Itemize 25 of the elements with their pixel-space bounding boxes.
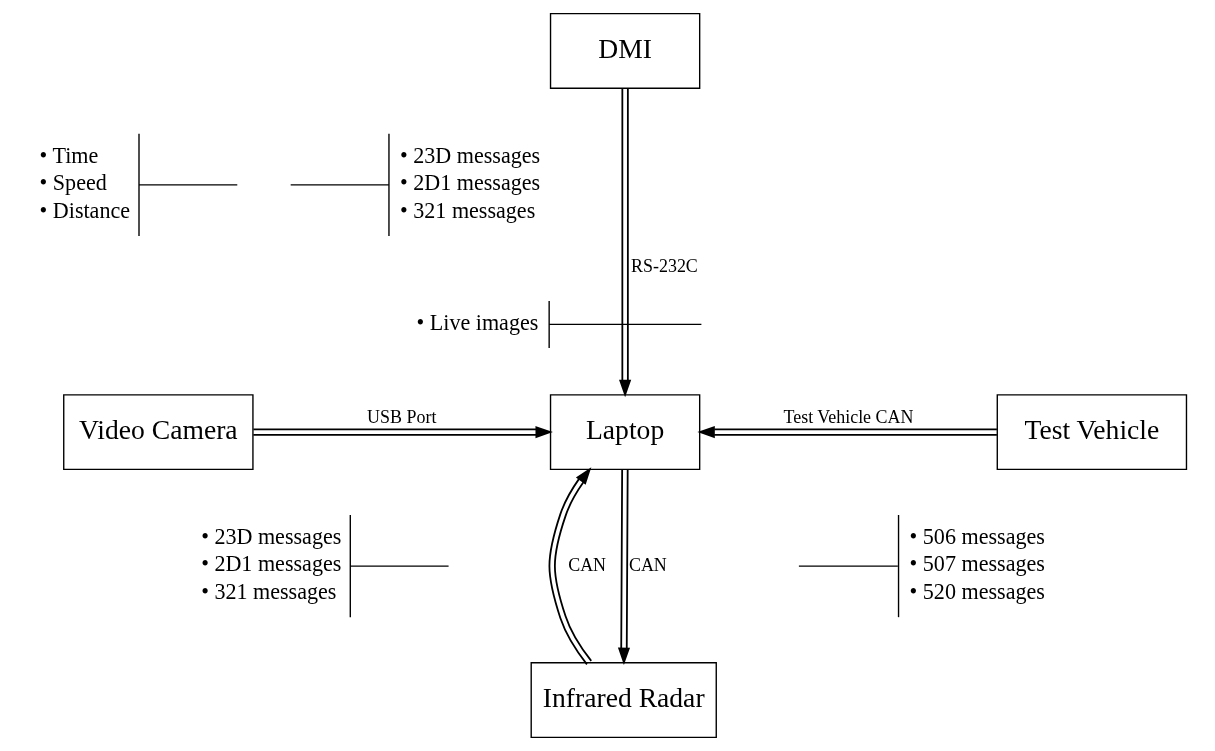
node-box: Video Camera xyxy=(63,394,254,471)
edge-label: RS-232C xyxy=(631,256,698,277)
connector xyxy=(138,184,238,186)
node-box: Infrared Radar xyxy=(530,662,717,738)
arrow xyxy=(548,467,593,666)
node-text: • 23D messages • 2D1 messages • 321 messages xyxy=(400,142,541,223)
connector xyxy=(548,323,703,326)
node-text: • Live images xyxy=(416,309,539,335)
edge-label: CAN xyxy=(568,554,607,575)
node-text: • Time • Speed • Distance xyxy=(39,142,131,223)
connector xyxy=(349,565,450,567)
edge-label: Test Vehicle CAN xyxy=(783,407,914,428)
node-box: Laptop xyxy=(549,394,701,471)
arrow xyxy=(697,426,998,439)
node-box: DMI xyxy=(549,13,701,89)
arrow xyxy=(617,468,631,666)
node-box: Test Vehicle xyxy=(996,394,1188,471)
edge-label: CAN xyxy=(628,554,667,575)
arrow xyxy=(252,426,553,439)
arrow xyxy=(619,87,632,398)
node-text: • 506 messages • 507 messages • 520 messages xyxy=(909,523,1045,604)
node-text: • 23D messages • 2D1 messages • 321 messages xyxy=(201,523,342,604)
connector xyxy=(798,565,899,567)
connector xyxy=(290,184,390,186)
edge-label: USB Port xyxy=(367,407,437,428)
